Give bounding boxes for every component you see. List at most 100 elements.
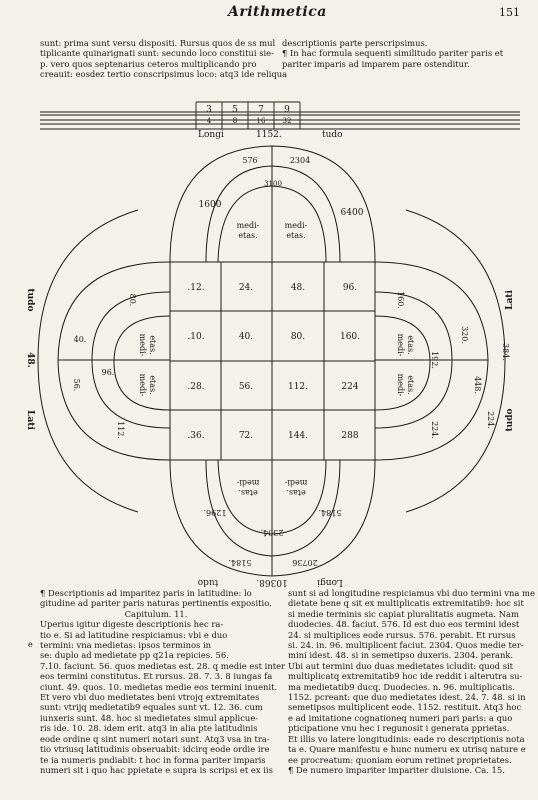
text-line: numeri sit i quo hac ppietate e supra is…: [40, 764, 273, 775]
medietas-label: etas.: [286, 488, 305, 497]
side-label: 48.: [25, 352, 35, 368]
table-cell: 9: [284, 105, 290, 115]
text-line: pticipatione vnu hec i regunosit i gener…: [288, 723, 510, 734]
side-label: tudo: [505, 409, 515, 432]
arc-number: 160.: [396, 291, 405, 309]
text-line: 7.10. faciunt. 56. quos medietas est. 28…: [40, 660, 286, 671]
text-line: eos termini constitutus. Et rursus. 28. …: [40, 671, 273, 682]
arc-number: 224.: [430, 421, 439, 439]
table-cell: 8: [233, 117, 237, 125]
diagram-number: 2304: [290, 156, 310, 165]
medietas-label: medi-: [396, 334, 405, 357]
text-line: ma medietatib9 ducq. Duodecies. n. 96. m…: [288, 681, 515, 692]
proportion-diagram: 3 5 7 9 4 8 16 32 Longi 1152. tudo: [25, 101, 520, 587]
medietas-label: etas.: [148, 375, 157, 394]
text-line: Et vero vbi duo medietates beni vtrojq e…: [40, 692, 260, 703]
grid-cell: 144.: [288, 431, 308, 441]
diagram-arcs: [37, 145, 506, 577]
table-cell: 5: [232, 105, 238, 115]
grid-cell: 288: [341, 431, 358, 441]
medietas-label: medi-: [285, 221, 308, 230]
text-line: te ia numeris pndiabit: t hoc in forma p…: [40, 754, 266, 765]
medietas-label: medi-: [237, 221, 260, 230]
text-line: ¶ De numero impariter impariter diuision…: [288, 764, 505, 775]
text-line: ¶ Descriptionis ad imparitez paris in la…: [40, 588, 252, 598]
arc-number: 320.: [460, 326, 469, 344]
text-line: Ubi aut termini duo duas medietates iclu…: [288, 660, 514, 671]
table-cell: 7: [258, 105, 264, 115]
text-line: tiplicante quinarignati sunt: secundo lo…: [40, 48, 274, 59]
grid-cell: 112.: [288, 382, 308, 392]
grid-cell: 80.: [291, 332, 305, 342]
text-line: sunt: vtrijq medietatib9 equales sunt vt…: [40, 702, 263, 713]
longitudo-label: tudo: [198, 577, 219, 587]
bottom-right-text: sunt si ad longitudine respiciamus vbi d…: [288, 588, 535, 775]
text-line: 1152. pcreant: que duo medietates idest.…: [288, 692, 526, 703]
arc-number: 192.: [430, 351, 439, 369]
text-line: 24. si multiplices eode rursus. 576. per…: [288, 629, 516, 640]
grid-cell: .10.: [187, 332, 204, 342]
grid-cell: .28.: [187, 382, 204, 392]
longitudo-label-right: tudo: [322, 130, 343, 140]
margin-marker: e: [28, 640, 33, 649]
top-right-text: descriptionis parte perscripsimus. ¶ In …: [282, 38, 520, 69]
text-line: e ad imitatione cognationeq numeri pari …: [288, 712, 513, 723]
text-line: tio vtriusq latitudinis obseruabit: idci…: [40, 744, 270, 755]
grid-cell: 24.: [239, 283, 253, 293]
text-line: duodecies. 48. faciut. 576. Id est duo e…: [288, 619, 520, 630]
longitudo-value: 10368.: [256, 577, 288, 587]
text-line: Et illis vo latere longitudinis: eade ro…: [288, 733, 525, 744]
text-line: termini: vna medietas: ipsos terminos in: [40, 640, 212, 651]
text-line: ciunt. 49. quos. 10. medietas medie eos …: [40, 681, 278, 692]
table-cell: 4: [207, 117, 212, 125]
diagram-number: 576: [242, 156, 257, 165]
outer-number: 384.: [501, 343, 510, 361]
text-line: sunt si ad longitudine respiciamus vbi d…: [288, 588, 535, 598]
text-line: pariter imparis ad imparem pare ostendit…: [282, 58, 470, 69]
grid-cell: .12.: [187, 283, 204, 293]
side-label: tudo: [25, 289, 35, 312]
chapter-heading: Capitulum. 11.: [124, 608, 188, 619]
text-line: ee procreatum: quoniam eorum retinet pro…: [288, 754, 512, 765]
arc-number: 96.: [102, 368, 115, 377]
running-title: Arithmetica: [228, 4, 327, 20]
grid-cell: 224: [341, 382, 358, 392]
text-line: iunxeris sunt. 48. hoc si medietates sim…: [40, 712, 259, 723]
grid-cell: 48.: [291, 283, 305, 293]
grid-cell: 160.: [340, 332, 360, 342]
medietas-label: medi-: [396, 374, 405, 397]
medietas-label: medi-: [138, 374, 147, 397]
side-label: Lati: [505, 290, 515, 310]
arc-number: 112.: [116, 421, 125, 439]
longitudo-value: 1152.: [256, 130, 282, 140]
medietas-label: medi-: [138, 334, 147, 357]
diagram-number: 3100: [264, 180, 282, 188]
diagram-number: 1600: [199, 200, 222, 210]
text-line: ta e. Quare manifestu e hunc numeru ex u…: [288, 744, 526, 755]
side-label: Lati: [25, 410, 35, 430]
text-line: mini idest. 48. si in semetipso duxeris.…: [288, 650, 514, 661]
text-line: multiplicatq extremitatib9 hoc ide reddi…: [288, 671, 523, 682]
grid-cell: 96.: [343, 283, 357, 293]
bottom-number: 2304.: [261, 528, 284, 537]
text-line: descriptionis parte perscripsimus.: [282, 38, 428, 48]
text-line: gitudine ad pariter paris naturas pertin…: [40, 598, 272, 609]
medietas-label: etas.: [238, 231, 257, 240]
text-line: sunt: prima sunt versu dispositi. Rursus…: [40, 38, 276, 48]
diagram-number: 6400: [341, 208, 364, 218]
text-line: ¶ In hac formula sequenti similitudo par…: [282, 48, 504, 59]
top-left-text: sunt: prima sunt versu dispositi. Rursus…: [40, 38, 287, 80]
medietas-label: etas.: [238, 488, 257, 497]
bottom-number: 1296.: [204, 508, 227, 517]
outer-number: 224.: [486, 411, 495, 429]
medietas-label: etas.: [286, 231, 305, 240]
grid-cell: .36.: [187, 431, 204, 441]
table-cell: 3: [206, 105, 212, 115]
bottom-number: 5184.: [319, 508, 342, 517]
text-line: p. vero quos septenarius ceteros multipl…: [40, 58, 257, 69]
text-line: ris ide. 10. 28. idem erit. atq3 in alia…: [40, 723, 258, 734]
bottom-number: 5184.: [229, 558, 252, 567]
table-lines: [40, 101, 520, 130]
arc-number: 56.: [72, 379, 81, 392]
arc-number: 80.: [128, 294, 137, 307]
